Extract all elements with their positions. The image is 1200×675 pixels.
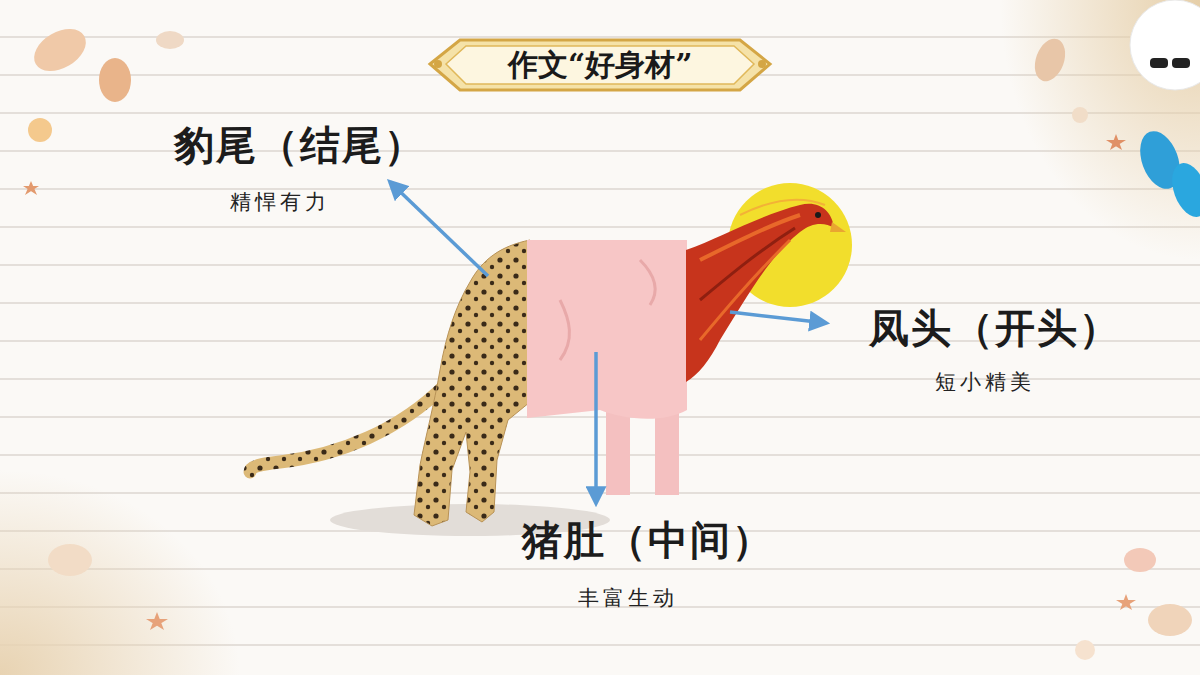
shells: [23, 20, 184, 195]
part-description: 短小精美: [935, 368, 1035, 396]
part-label: 凤头（开头）: [869, 301, 1121, 356]
title-banner: [430, 40, 770, 90]
slide-title: 作文“好身材”: [508, 45, 693, 86]
leader-arrow: [390, 182, 488, 276]
leopard-tail: [250, 385, 445, 472]
leader-arrow: [730, 312, 826, 323]
beach-items: [1029, 0, 1200, 222]
phoenix-head: [686, 200, 846, 382]
part-description: 丰富生动: [578, 584, 678, 612]
sand-corner: [0, 470, 240, 675]
part-label: 豹尾（结尾）: [174, 118, 426, 173]
pig-belly: [527, 240, 687, 495]
leopard-hindquarters: [414, 240, 530, 526]
part-description: 精悍有力: [230, 188, 330, 216]
leader-arrow: [594, 352, 598, 503]
part-label: 猪肚（中间）: [522, 513, 774, 568]
